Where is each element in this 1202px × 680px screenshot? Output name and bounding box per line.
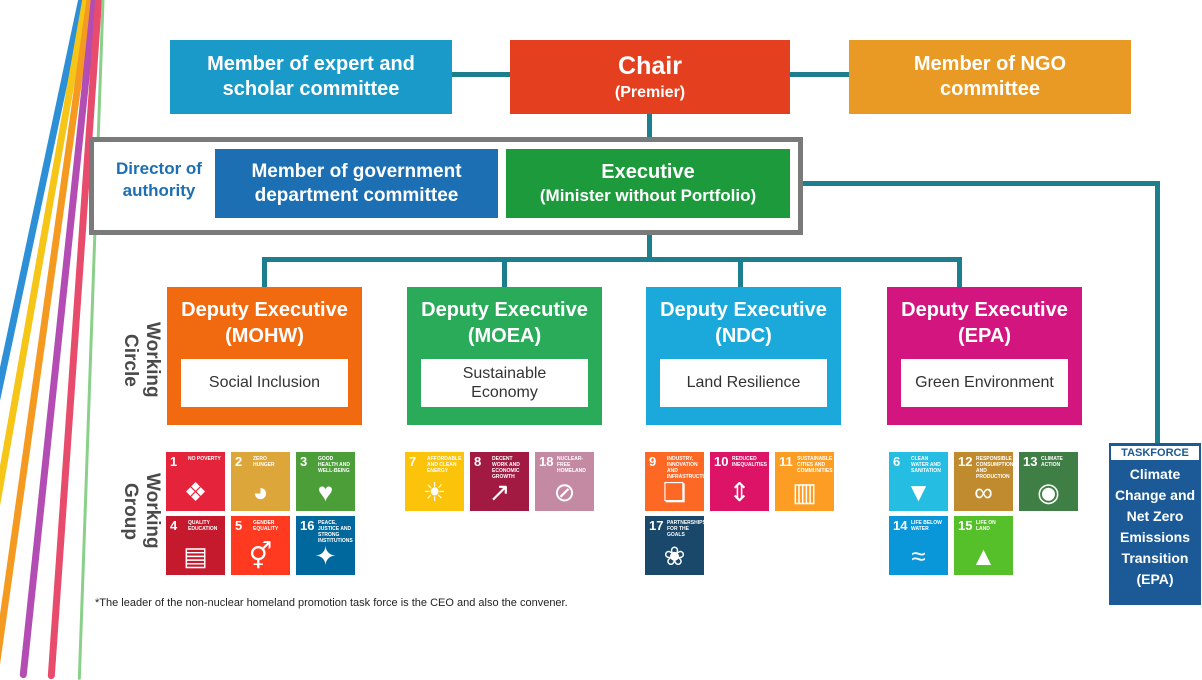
- chair-box: Chair (Premier): [510, 40, 790, 114]
- sdg-tile: 8Decent work and economic growth ↗: [470, 452, 529, 511]
- ngo-committee-box: Member of NGO committee: [849, 40, 1131, 114]
- tree-icon: ▲: [970, 541, 997, 571]
- sdg-tile: 9Industry, innovation and infrastructure…: [645, 452, 704, 511]
- water-icon: ▼: [905, 477, 932, 507]
- executive-subtitle: (Minister without Portfolio): [539, 186, 757, 206]
- sdg-tile: 3Good health and well-being ♥: [296, 452, 355, 511]
- deputy-ndc-circle: Land Resilience: [660, 359, 827, 407]
- deputy-moea-circle: Sustainable Economy: [421, 359, 588, 407]
- sun-icon: ☀: [422, 477, 447, 507]
- sdg-tile: 18Nuclear-Free Homeland ⊘: [535, 452, 594, 511]
- ngo-committee-label: Member of NGO committee: [913, 53, 1067, 100]
- expert-committee-box: Member of expert and scholar committee: [170, 40, 452, 114]
- bowl-icon: ◕: [252, 477, 269, 507]
- infinity-icon: ∞: [974, 477, 993, 507]
- sdg-tile: 10Reduced inequalities ⇕: [710, 452, 769, 511]
- executive-title: Executive: [601, 161, 695, 184]
- director-of-authority-label: Director of authority: [116, 159, 202, 201]
- family-icon: ❖: [183, 477, 208, 507]
- footnote: *The leader of the non-nuclear homeland …: [95, 597, 568, 609]
- sdg-tile: 17Partnerships for the goals ❀: [645, 516, 704, 575]
- sdg-tile: 13Climate action ◉: [1019, 452, 1078, 511]
- city-icon: ▥: [792, 477, 817, 507]
- sdg-tile: 4Quality education ▤: [166, 516, 225, 575]
- sdg-tile: 6Clean water and sanitation ▼: [889, 452, 948, 511]
- deputy-epa-circle: Green Environment: [901, 359, 1068, 407]
- deputy-ndc-title: Deputy Executive (NDC): [660, 299, 827, 347]
- sdg-tile: 16Peace, justice and strong institutions…: [296, 516, 355, 575]
- deputy-ndc-box: Deputy Executive (NDC) Land Resilience: [646, 287, 841, 425]
- growth-icon: ↗: [488, 477, 511, 507]
- rings-icon: ❀: [663, 541, 686, 571]
- sdg-tile: 11Sustainable cities and communities ▥: [775, 452, 834, 511]
- dove-icon: ✦: [314, 541, 337, 571]
- sdg-tile: 15Life on land ▲: [954, 516, 1013, 575]
- eye-icon: ◉: [1037, 477, 1060, 507]
- deputy-epa-box: Deputy Executive (EPA) Green Environment: [887, 287, 1082, 425]
- deputy-moea-box: Deputy Executive (MOEA) Sustainable Econ…: [407, 287, 602, 425]
- sdg-tile: 5Gender equality ⚥: [231, 516, 290, 575]
- government-committee-label: Member of government department committe…: [251, 160, 462, 206]
- chair-title: Chair: [618, 52, 682, 81]
- sdg-tile: 7Affordable and clean energy ☀: [405, 452, 464, 511]
- executive-box: Executive (Minister without Portfolio): [506, 149, 790, 218]
- arrows-icon: ⇕: [728, 477, 751, 507]
- deputy-moea-title: Deputy Executive (MOEA): [421, 299, 588, 347]
- sdg-tile: 2Zero hunger ◕: [231, 452, 290, 511]
- deputy-epa-title: Deputy Executive (EPA): [901, 299, 1068, 347]
- gender-icon: ⚥: [248, 541, 273, 571]
- government-committee-box: Member of government department committe…: [215, 149, 498, 218]
- working-group-label: Working Group: [120, 473, 163, 549]
- deputy-mohw-title: Deputy Executive (MOHW): [181, 299, 348, 347]
- deputy-mohw-box: Deputy Executive (MOHW) Social Inclusion: [167, 287, 362, 425]
- book-icon: ▤: [183, 541, 208, 571]
- no-nuclear-icon: ⊘: [553, 477, 576, 507]
- deputy-mohw-circle: Social Inclusion: [181, 359, 348, 407]
- taskforce-text: Climate Change and Net Zero Emissions Tr…: [1114, 466, 1196, 587]
- sdg-tile: 1No poverty ❖: [166, 452, 225, 511]
- fish-icon: ≈: [911, 541, 926, 571]
- expert-committee-label: Member of expert and scholar committee: [207, 53, 415, 100]
- chair-subtitle: (Premier): [614, 83, 686, 101]
- taskforce-tag: TASKFORCE: [1111, 446, 1199, 460]
- taskforce-box: TASKFORCE Climate Change and Net Zero Em…: [1109, 443, 1201, 605]
- sdg-tile: 12Responsible consumption and production…: [954, 452, 1013, 511]
- heartbeat-icon: ♥: [317, 477, 334, 507]
- working-circle-label: Working Circle: [120, 322, 163, 398]
- sdg-tile: 14Life below water ≈: [889, 516, 948, 575]
- cubes-icon: ❏: [662, 477, 687, 507]
